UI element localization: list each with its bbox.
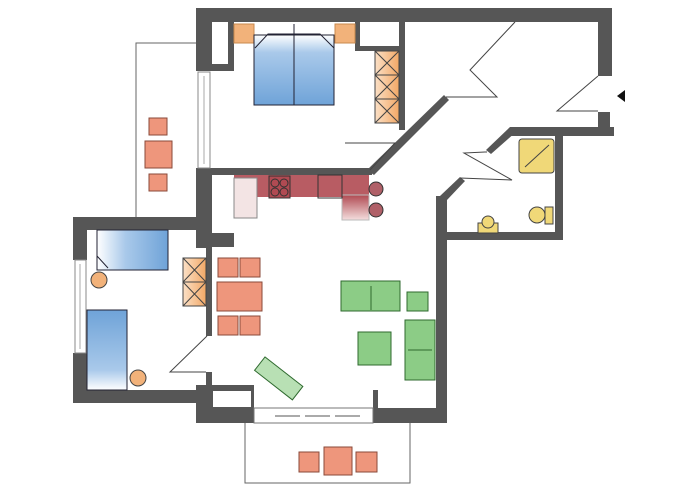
- single-bed-bottom: [86, 309, 128, 391]
- door-kidroom: [168, 335, 208, 373]
- coffee-table: [357, 331, 392, 366]
- master-bedroom-furniture: [233, 23, 400, 124]
- toilet-tank: [544, 206, 554, 225]
- dining-table: [216, 281, 263, 312]
- wall-kid-right-lower: [206, 372, 212, 392]
- wardrobe-bedroom: [374, 50, 400, 124]
- chair: [239, 257, 261, 278]
- chair: [355, 451, 378, 473]
- kitchen-counter-return: [341, 194, 370, 221]
- entrance-arrow-icon: [617, 90, 625, 102]
- bathroom: [477, 138, 555, 234]
- wardrobe-kidroom: [182, 257, 207, 307]
- balcony-south-furniture: [298, 446, 378, 476]
- kid-bedroom-furniture: [86, 229, 207, 391]
- chair: [217, 257, 239, 278]
- wall-bath-diagonal-1: [486, 127, 516, 154]
- door-entrance: [555, 75, 599, 112]
- wall-kitchen-stub: [212, 233, 234, 247]
- chair: [217, 315, 239, 336]
- nightstand-right: [334, 23, 356, 44]
- washbasin-bowl: [481, 215, 495, 229]
- wall-kid-right: [206, 230, 212, 336]
- bar-stool: [368, 181, 384, 197]
- wall-bath-diagonal-2: [440, 177, 465, 200]
- door-swings: [168, 21, 599, 373]
- balcony-table: [144, 140, 173, 169]
- door-hall-1: [446, 21, 516, 98]
- wall-kid-bottom: [73, 390, 213, 403]
- wall-bedroom-left-notch: [212, 64, 234, 71]
- walls: [73, 8, 614, 423]
- balcony-south: [244, 423, 411, 484]
- nightstand-left: [233, 23, 255, 44]
- bar-stool: [368, 202, 384, 218]
- wall-hall-diagonal: [367, 95, 449, 175]
- dining-set: [216, 257, 263, 336]
- stove: [268, 175, 291, 199]
- windows: [74, 71, 374, 424]
- oven: [317, 174, 343, 199]
- kitchen-counter: [234, 175, 369, 197]
- wall-top: [196, 8, 612, 22]
- chair: [298, 451, 320, 473]
- wall-bedroom-left-notch-v: [228, 22, 234, 70]
- stool: [129, 369, 147, 387]
- door-bath: [459, 151, 513, 181]
- toilet: [528, 206, 546, 224]
- wall-living-bottom: [373, 408, 447, 423]
- wall-kid-top: [73, 217, 212, 230]
- wall-right-upper: [598, 8, 612, 76]
- armchair: [406, 291, 429, 312]
- chair: [148, 117, 168, 136]
- wall-closet-h: [355, 46, 400, 51]
- single-bed-top: [96, 229, 169, 271]
- wall-door-stub: [373, 390, 378, 410]
- sink: [233, 177, 258, 219]
- wall-kid-left-top: [73, 217, 87, 260]
- wall-bedroom-bottom: [196, 168, 372, 175]
- wall-right-stub: [598, 112, 610, 130]
- door-bedroom: [345, 142, 397, 171]
- stool: [90, 271, 108, 289]
- wall-closet-v: [355, 22, 360, 50]
- kitchen: [233, 174, 384, 221]
- wall-bath-right: [555, 127, 563, 239]
- wall-bath-bottom: [440, 232, 563, 240]
- living-furniture: [253, 280, 436, 401]
- wall-bedroom-right: [399, 22, 405, 130]
- wall-bedroom-left-upper: [196, 8, 212, 71]
- balcony-table: [323, 446, 353, 476]
- balcony-north: [135, 42, 197, 217]
- chair: [148, 173, 168, 192]
- chair: [239, 315, 261, 336]
- tv-stand: [253, 356, 304, 401]
- wall-living-right: [436, 196, 447, 423]
- balcony-north-furniture: [144, 117, 173, 192]
